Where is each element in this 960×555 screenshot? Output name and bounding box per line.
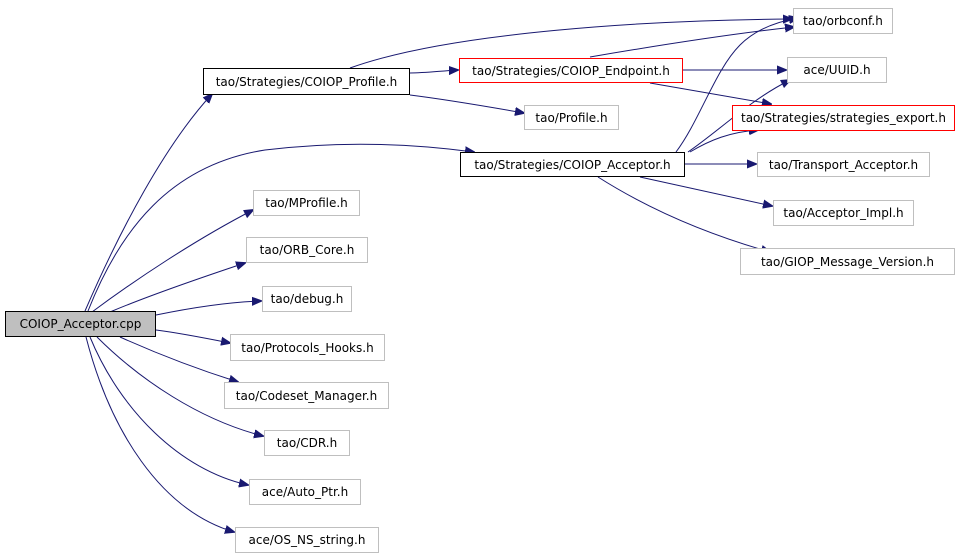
- node-mprofile-h[interactable]: tao/MProfile.h: [253, 190, 360, 216]
- edge-coiop-acceptor-to-strategies-export: [689, 130, 758, 153]
- edge-root-to-mprofile: [91, 210, 253, 313]
- edge-root-to-coiop-profile: [84, 94, 212, 312]
- edge-coiop-profile-to-orbconf: [349, 19, 792, 69]
- node-coiop-endpoint-h[interactable]: tao/Strategies/COIOP_Endpoint.h: [459, 58, 683, 83]
- node-cdr-h[interactable]: tao/CDR.h: [264, 430, 350, 456]
- edge-root-to-codeset-manager: [119, 336, 238, 382]
- node-profile-h[interactable]: tao/Profile.h: [524, 105, 619, 130]
- edge-root-to-coiop-acceptor: [87, 143, 474, 312]
- node-auto-ptr-h[interactable]: ace/Auto_Ptr.h: [249, 479, 361, 505]
- edge-coiop-acceptor-to-giop-message-version: [597, 176, 770, 252]
- edge-coiop-profile-to-coiop-endpoint: [409, 70, 458, 73]
- node-codeset-manager-h[interactable]: tao/Codeset_Manager.h: [224, 382, 389, 409]
- node-giop-message-version-h[interactable]: tao/GIOP_Message_Version.h: [740, 248, 955, 275]
- node-transport-acceptor-h[interactable]: tao/Transport_Acceptor.h: [757, 152, 930, 177]
- node-coiop-profile-h[interactable]: tao/Strategies/COIOP_Profile.h: [203, 68, 410, 95]
- edge-root-to-orb-core: [109, 263, 245, 313]
- node-os-ns-string-h[interactable]: ace/OS_NS_string.h: [235, 527, 379, 553]
- edge-coiop-endpoint-to-orbconf: [589, 27, 794, 58]
- node-coiop-acceptor-h[interactable]: tao/Strategies/COIOP_Acceptor.h: [460, 152, 685, 177]
- node-protocols-hooks-h[interactable]: tao/Protocols_Hooks.h: [230, 334, 385, 361]
- edge-coiop-endpoint-to-strategies-export: [649, 82, 771, 104]
- edge-root-to-debug: [155, 301, 261, 316]
- edge-root-to-auto-ptr: [89, 336, 248, 485]
- edge-coiop-acceptor-to-orbconf: [675, 18, 798, 153]
- node-acceptor-impl-h[interactable]: tao/Acceptor_Impl.h: [773, 200, 914, 226]
- edge-root-to-protocols-hooks: [155, 329, 230, 343]
- edge-root-to-cdr: [96, 336, 263, 436]
- node-uuid-h[interactable]: ace/UUID.h: [787, 57, 887, 83]
- edge-coiop-acceptor-to-acceptor-impl: [639, 176, 772, 206]
- edge-coiop-profile-to-profile: [409, 94, 524, 113]
- node-orb-core-h[interactable]: tao/ORB_Core.h: [246, 237, 368, 263]
- edge-root-to-os-ns-string: [85, 336, 234, 532]
- node-coiop-acceptor-cpp[interactable]: COIOP_Acceptor.cpp: [5, 311, 156, 337]
- node-orbconf-h[interactable]: tao/orbconf.h: [793, 8, 893, 34]
- node-strategies-export-h[interactable]: tao/Strategies/strategies_export.h: [732, 105, 955, 131]
- node-debug-h[interactable]: tao/debug.h: [262, 286, 352, 312]
